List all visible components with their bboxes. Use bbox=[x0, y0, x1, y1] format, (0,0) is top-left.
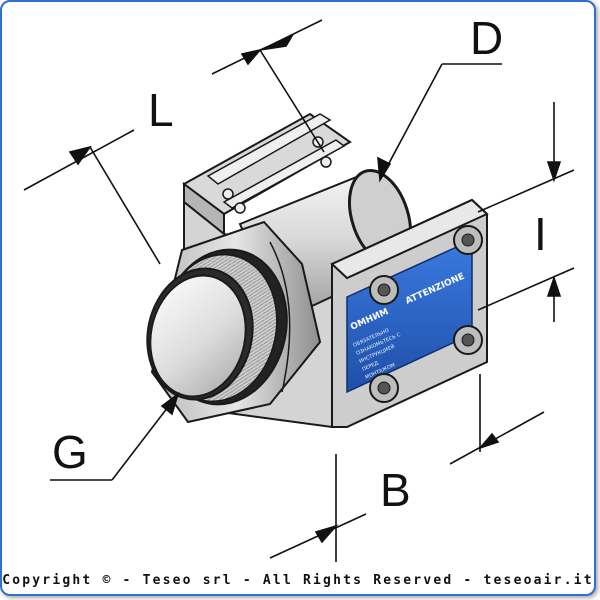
dimension-lines bbox=[23, 19, 575, 562]
tube-bore bbox=[146, 267, 254, 401]
screw-top-right bbox=[453, 225, 483, 255]
label-D: D bbox=[470, 12, 503, 64]
label-I: I bbox=[534, 208, 547, 260]
screw-bottom-left bbox=[369, 373, 399, 403]
label-L: L bbox=[148, 84, 174, 136]
label-B: B bbox=[380, 464, 411, 516]
label-G: G bbox=[52, 426, 88, 478]
screw-bottom-right bbox=[453, 325, 483, 355]
screw-top-left bbox=[369, 275, 399, 305]
front-plate: ОМНИМ ATTENZIONE ОБЯЗАТЕЛЬНО ОЗНАКОМЬТЕС… bbox=[330, 198, 489, 428]
copyright-footer: Copyright © - Teseo srl - All Rights Res… bbox=[2, 573, 594, 588]
